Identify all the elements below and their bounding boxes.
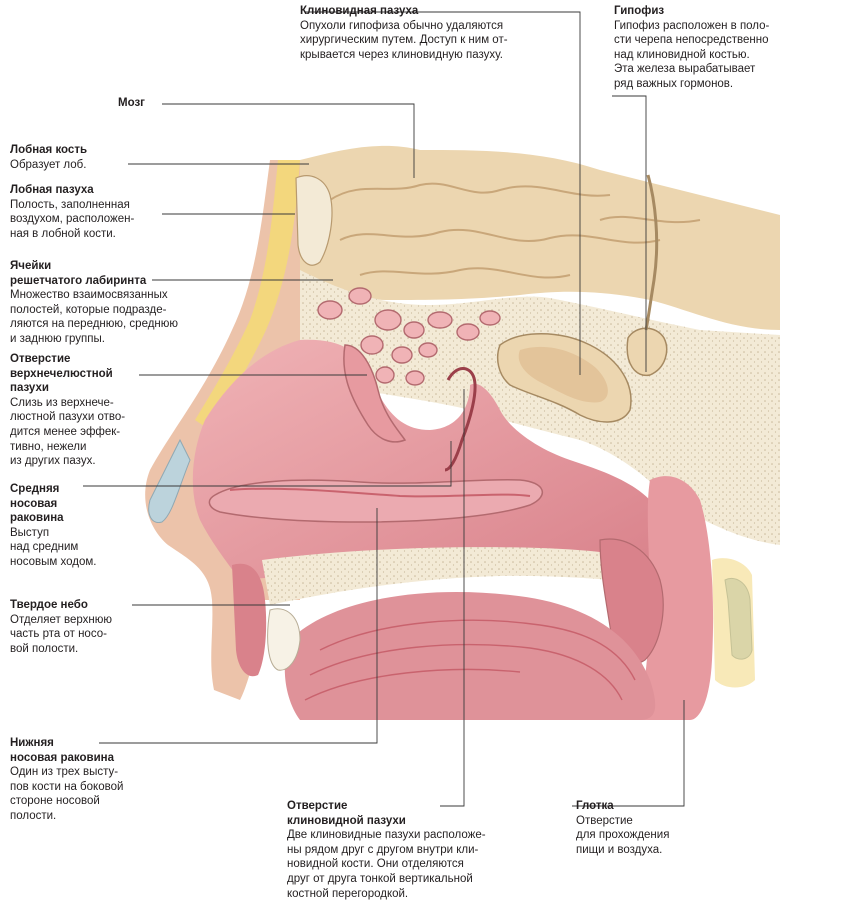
- sphenoid-opening-desc-4: друг от друга тонкой вертикальной: [287, 872, 473, 885]
- pituitary-title: Гипофиз: [614, 5, 665, 17]
- maxillary-opening-title-1: Отверстие: [10, 353, 71, 365]
- frontal-bone-title: Лобная кость: [10, 144, 88, 156]
- hard-palate-title: Твердое небо: [10, 599, 88, 611]
- sphenoid-sinus-desc-3: крывается через клиновидную пазуху.: [300, 48, 503, 61]
- upper-lip: [232, 563, 267, 677]
- pharynx-shape: [640, 476, 714, 720]
- label-pituitary: Гипофиз Гипофиз расположен в поло- сти ч…: [614, 4, 769, 92]
- pituitary-desc-3: над клиновидной костью.: [614, 48, 750, 61]
- sphenoid-opening-desc-5: костной перегородкой.: [287, 887, 409, 900]
- label-brain: Мозг: [118, 96, 145, 111]
- label-frontal-sinus: Лобная пазуха Полость, заполненная возду…: [10, 183, 134, 241]
- pituitary-desc-2: сти черепа непосредственно: [614, 34, 769, 47]
- label-ethmoid-cells: Ячейки решетчатого лабиринта Множество в…: [10, 259, 178, 347]
- frontal-sinus-desc-2: воздухом, расположен-: [10, 213, 135, 226]
- frontal-sinus-title: Лобная пазуха: [10, 184, 94, 196]
- inferior-concha-desc-2: пов кости на боковой: [10, 780, 124, 793]
- pituitary-stalk: [644, 174, 659, 331]
- sphenoid-opening-title-1: Отверстие: [287, 800, 348, 812]
- soft-palate: [599, 538, 664, 665]
- inferior-concha-title-1: Нижняя: [10, 737, 54, 749]
- middle-concha-desc-1: Выступ: [10, 526, 50, 539]
- inferior-concha-desc-4: полости.: [10, 809, 57, 822]
- frontal-sinus-shape: [295, 175, 333, 266]
- middle-concha-desc-3: носовым ходом.: [10, 555, 97, 568]
- sphenoid-sinus-desc-2: хирургическим путем. Доступ к ним от-: [300, 34, 508, 47]
- maxillary-opening-desc-3: дится менее эффек-: [10, 425, 121, 438]
- label-middle-concha: Средняя носовая раковина Выступ над сред…: [10, 482, 96, 570]
- middle-concha-title-1: Средняя: [10, 483, 60, 495]
- ethmoid-cells-desc-1: Множество взаимосвязанных: [10, 289, 168, 302]
- hard-palate-desc-3: вой полости.: [10, 642, 79, 655]
- inferior-concha-desc-3: стороне носовой: [10, 795, 100, 808]
- inferior-concha-desc-1: Один из трех высту-: [10, 766, 119, 779]
- sphenoid-sinus-inner: [518, 346, 608, 403]
- hard-palate-dots: [262, 547, 660, 605]
- maxillary-opening-desc-2: люстной пазухи отво-: [10, 411, 126, 424]
- label-hard-palate: Твердое небо Отделяет верхнюю часть рта …: [10, 598, 112, 656]
- middle-concha-shape: [343, 344, 407, 443]
- inferior-concha-title-2: носовая раковина: [10, 751, 114, 764]
- ethmoid-cells-desc-2: полостей, которые подразде-: [10, 303, 167, 316]
- pharynx-desc-1: Отверстие: [576, 814, 633, 827]
- ethmoid-cells-title-2: решетчатого лабиринта: [10, 274, 147, 287]
- pharynx-desc-3: пищи и воздуха.: [576, 843, 663, 856]
- tongue-shape: [284, 592, 656, 720]
- frontal-bone-desc-1: Образует лоб.: [10, 158, 87, 171]
- sphenoid-sinus-title: Клиновидная пазуха: [300, 5, 419, 17]
- middle-concha-title-3: раковина: [10, 512, 64, 525]
- pituitary-desc-1: Гипофиз расположен в поло-: [614, 19, 770, 32]
- label-inferior-concha: Нижняя носовая раковина Один из трех выс…: [10, 736, 123, 824]
- pituitary-desc-4: Эта железа вырабатывает: [614, 63, 756, 76]
- maxillary-opening-desc-4: тивно, нежели: [10, 440, 87, 453]
- pharynx-title: Глотка: [576, 800, 614, 812]
- incisor-tooth: [267, 608, 301, 671]
- inferior-concha-shape: [208, 478, 543, 523]
- sphenoid-opening-title-2: клиновидной пазухи: [287, 814, 406, 827]
- maxillary-opening-title-2: верхнечелюстной: [10, 367, 113, 380]
- maxillary-opening-desc-5: из других пазух.: [10, 455, 96, 468]
- maxillary-opening-desc-1: Слизь из верхнече-: [10, 396, 114, 409]
- sphenoid-opening-desc-3: новидной кости. Они отделяются: [287, 858, 464, 871]
- frontal-bone-shape: [195, 160, 300, 430]
- label-sphenoid-sinus: Клиновидная пазуха Опухоли гипофиза обыч…: [300, 4, 508, 62]
- middle-concha-title-2: носовая: [10, 497, 58, 510]
- middle-concha-fold: [444, 367, 477, 472]
- label-maxillary-opening: Отверстие верхнечелюстной пазухи Слизь и…: [10, 352, 125, 469]
- ethmoid-cells: [317, 287, 501, 386]
- sphenoid-opening-desc-1: Две клиновидные пазухи расположе-: [287, 829, 486, 842]
- label-pharynx: Глотка Отверстие для прохождения пищи и …: [576, 799, 669, 857]
- brain-shape: [300, 145, 780, 330]
- hard-palate-desc-2: часть рта от носо-: [10, 628, 107, 641]
- ethmoid-cells-desc-3: ляются на переднюю, среднюю: [10, 318, 179, 331]
- frontal-sinus-desc-3: ная в лобной кости.: [10, 227, 116, 240]
- middle-concha-desc-2: над средним: [10, 541, 79, 554]
- nasal-cartilage: [148, 438, 191, 524]
- label-sphenoid-opening: Отверстие клиновидной пазухи Две клинови…: [287, 799, 486, 901]
- sphenoid-opening-desc-2: ны рядом друг с другом внутри кли-: [287, 843, 479, 856]
- ethmoid-cells-desc-4: и заднюю группы.: [10, 332, 105, 345]
- leader-lines: [83, 11, 685, 807]
- sphenoid-sinus-desc-1: Опухоли гипофиза обычно удаляются: [300, 19, 504, 32]
- vertebral-fat: [712, 558, 755, 688]
- label-frontal-bone: Лобная кость Образует лоб.: [10, 143, 87, 172]
- pituitary-desc-5: ряд важных гормонов.: [614, 77, 734, 90]
- pharynx-desc-2: для прохождения: [576, 829, 670, 842]
- ethmoid-cells-title-1: Ячейки: [10, 260, 52, 272]
- maxillary-opening-title-3: пазухи: [10, 382, 49, 395]
- brain-title: Мозг: [118, 97, 145, 109]
- brain-folds: [329, 182, 701, 279]
- hard-palate-desc-1: Отделяет верхнюю: [10, 613, 112, 626]
- tongue-lines: [304, 619, 636, 701]
- frontal-sinus-desc-1: Полость, заполненная: [10, 198, 130, 211]
- inferior-concha-edge: [229, 487, 531, 498]
